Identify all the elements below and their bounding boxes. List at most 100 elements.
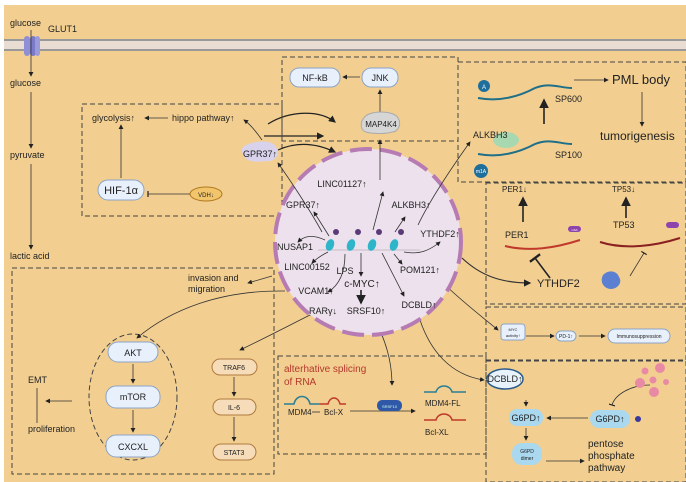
gpr37-receptor-icon — [241, 141, 278, 162]
mdm4-premrna-icon — [284, 395, 320, 405]
per1-label: PER1 — [505, 230, 529, 240]
nucleosomes-icon — [325, 229, 404, 251]
myc-activity-node — [500, 323, 526, 341]
hif1a-label: HIF-1α — [104, 185, 139, 197]
glucose-outside: glucose — [10, 18, 41, 28]
nfkb-node — [289, 67, 341, 88]
proliferation-label: proliferation — [28, 424, 75, 434]
tp53-label: TP53 — [613, 220, 635, 230]
gpr37-nuclear-label: GPR37↑ — [286, 200, 320, 210]
mdm4-fl-label: MDM4-FL — [425, 399, 461, 408]
nuclear-envelope — [273, 147, 463, 337]
sp600-label: SP600 — [555, 94, 582, 104]
bclx-label: Bcl-X — [324, 408, 344, 417]
g6pd-box — [485, 360, 686, 482]
hippo-pathway-label: hippo pathway↑ — [172, 113, 235, 123]
linc01127-label: LINC01127↑ — [317, 179, 366, 189]
c-myc-label: c-MYC↑ — [344, 279, 380, 290]
alkbh3-nuclear-label: ALKBH3↑ — [391, 200, 430, 210]
phosphate-label: phosphate — [588, 451, 635, 462]
ligand-icon — [635, 416, 641, 422]
bcl-xl-label: Bcl-XL — [425, 428, 449, 437]
m1a-label: m1A — [476, 169, 487, 175]
cell-membrane — [4, 39, 686, 51]
traf6-node — [211, 358, 258, 376]
stat3-node — [212, 443, 257, 461]
g6pd-dimer-node — [512, 443, 542, 465]
glut1-transporter-icon — [24, 36, 40, 56]
glycolysis-label: glycolysis↑ — [92, 113, 135, 123]
srsf10-protein-node — [377, 400, 402, 411]
akt-node — [107, 341, 159, 363]
nucleus — [275, 149, 461, 335]
cxcxl-node — [105, 434, 161, 458]
invasion-label: invasion and — [188, 273, 239, 283]
signaling-box — [11, 267, 275, 475]
lactic-acid-label: lactic acid — [10, 251, 50, 261]
pd1-node — [555, 330, 577, 342]
tp53-mrna-icon — [599, 237, 681, 248]
srsf10-protein-label: SRSF10 — [382, 404, 398, 409]
emt-label: EMT — [28, 375, 48, 385]
sp100-rna-icon — [477, 140, 573, 157]
alkbh3-enzyme-icon — [493, 132, 519, 148]
per1-down-label: PER1↓ — [502, 185, 527, 194]
linc00152-label: LINC00152 — [284, 262, 330, 272]
myc-label: MYC — [509, 327, 518, 332]
mtor-node — [105, 385, 161, 409]
protein-icon — [601, 271, 621, 289]
per1-mrna-icon — [504, 239, 581, 250]
m6a-label: m6A — [571, 228, 577, 232]
tumorigenesis-label: tumorigenesis — [600, 129, 675, 143]
il6-label: IL-6 — [228, 405, 240, 412]
dcbld-label: DCBLD↑ — [487, 374, 522, 384]
lps-label: LPS — [336, 266, 353, 276]
m6a-mark-icon — [568, 226, 581, 232]
g6pd-label: G6PD↑ — [511, 413, 540, 423]
ythdf2-nuclear-label: YTHDF2↑ — [420, 229, 460, 239]
pd1-label: PD-1↑ — [559, 334, 573, 340]
map4k4-icon — [360, 111, 401, 134]
pentose-label: pentose — [588, 439, 624, 450]
per1-tp53-box — [485, 182, 686, 305]
bcl-xl-icon — [424, 413, 466, 421]
akt-label: AKT — [124, 348, 142, 358]
akt-pathway-group — [88, 333, 178, 461]
m6a-mark-icon-2 — [666, 222, 679, 228]
dcbld-nuclear-label: DCBLD↑ — [401, 300, 436, 310]
il6-node — [212, 398, 257, 416]
rar-gamma-label: RARγ↓ — [309, 306, 337, 316]
hif1a-node — [97, 179, 145, 201]
map4k4-label: MAP4K4 — [365, 120, 397, 129]
dimer-label: dimer — [521, 456, 534, 462]
jnk-node — [361, 67, 399, 88]
pathway-label: pathway — [588, 463, 625, 474]
g6pd-label-2: G6PD↑ — [595, 414, 624, 424]
virus-particles-icon — [635, 363, 669, 397]
g6pd-dimer-label: G6PD — [520, 449, 534, 455]
traf6-label: TRAF6 — [223, 365, 245, 372]
mdm4-label: MDM4 — [288, 408, 312, 417]
gpr37-membrane-label: GPR37↑ — [243, 149, 277, 159]
nusap1-label: NUSAP1 — [277, 242, 313, 252]
alkbh3-label: ALKBH3 — [473, 130, 508, 140]
glucose-inside: glucose — [10, 78, 41, 88]
myc-box — [485, 306, 686, 361]
pml-body-label: PML body — [612, 72, 671, 87]
dcbld-node — [486, 368, 524, 390]
stat3-label: STAT3 — [224, 450, 245, 457]
nfkb-label: NF-kB — [302, 73, 328, 83]
ythdf2-label: YTHDF2 — [537, 278, 580, 290]
mdm4-fl-icon — [424, 385, 466, 393]
pml-box — [457, 61, 686, 183]
migration-label: migration — [188, 284, 225, 294]
splicing-box — [277, 355, 487, 455]
sp600-rna-icon — [477, 84, 573, 101]
a-label: A — [482, 85, 486, 91]
vdh-label: VDH↓ — [198, 193, 214, 199]
jnk-label: JNK — [371, 73, 388, 83]
bclx-premrna-icon — [320, 397, 346, 405]
m1a-modification-icon — [474, 164, 488, 178]
splicing-title-2: of RNA — [284, 377, 317, 388]
